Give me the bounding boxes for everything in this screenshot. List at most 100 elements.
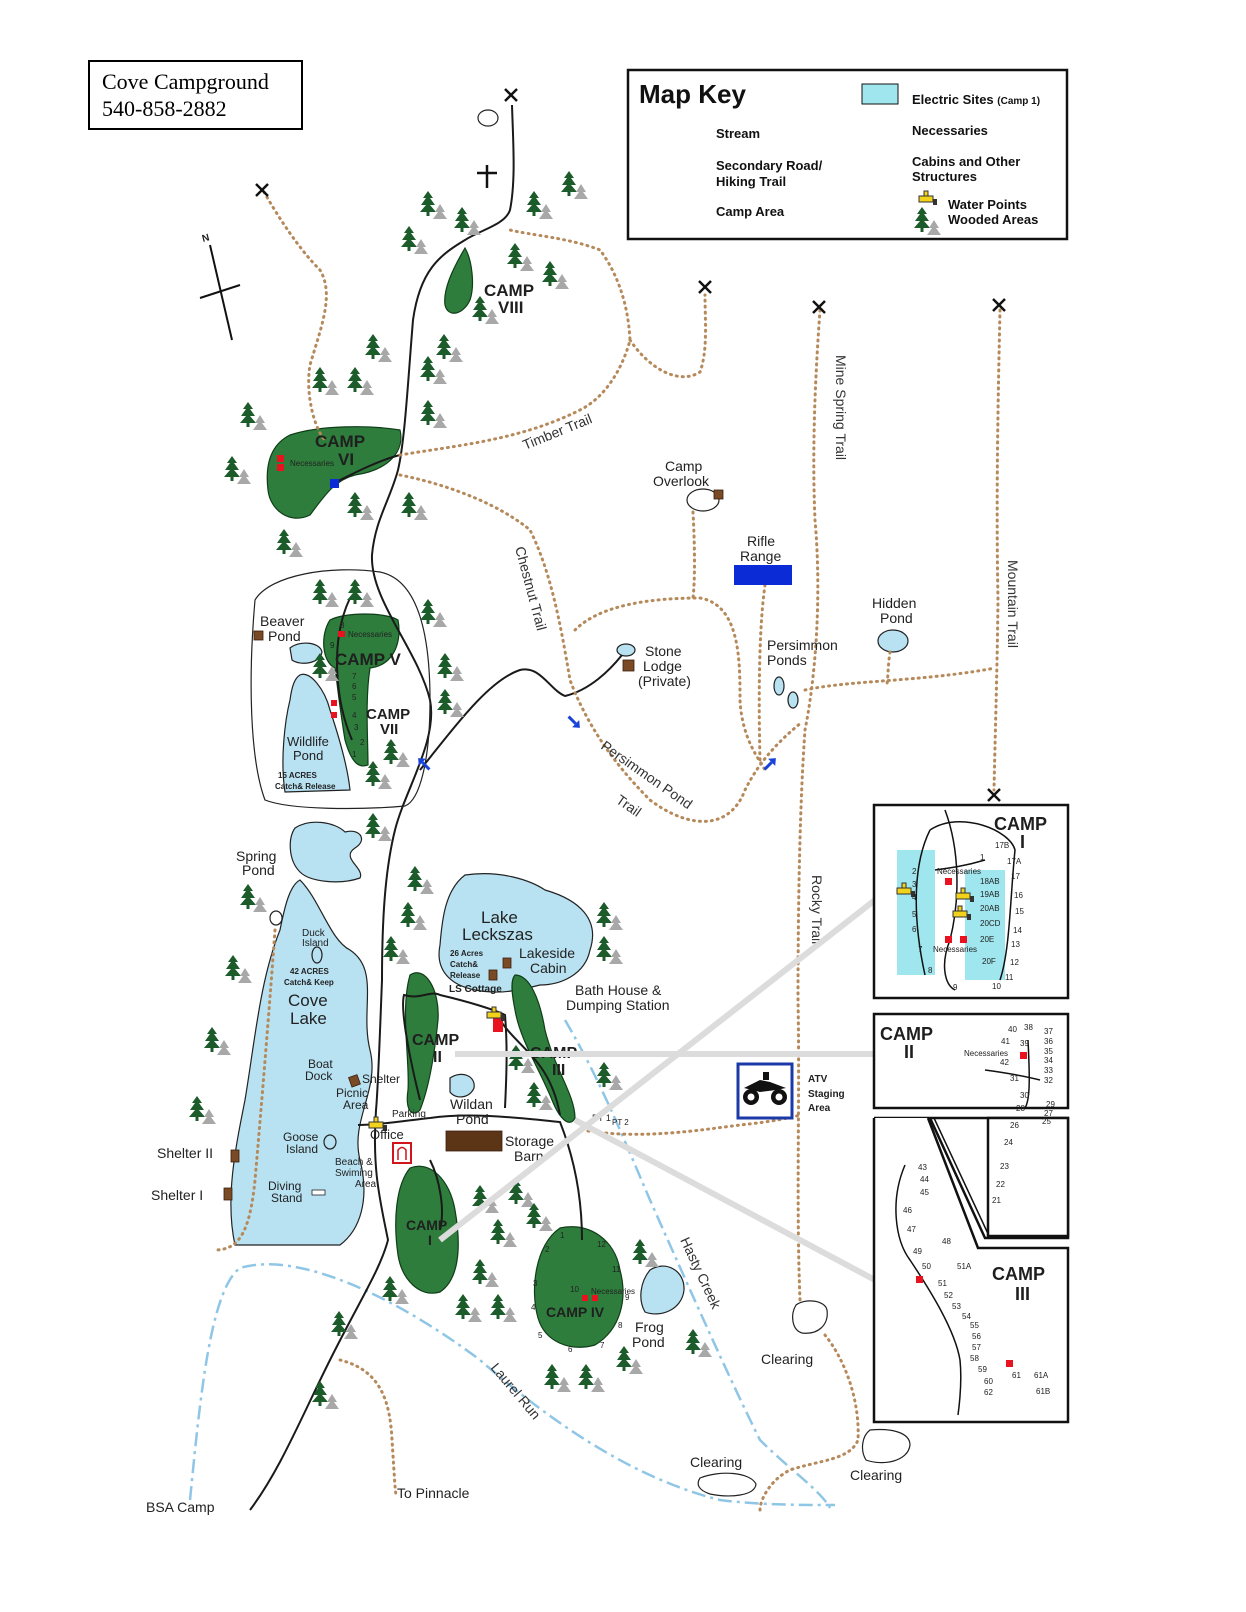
camp-ii-iii-loop: [402, 992, 508, 1109]
rifle-label-2: Range: [740, 548, 781, 564]
top-clearing: [477, 109, 499, 127]
spring-label-1: Spring: [236, 848, 276, 864]
svg-text:21: 21: [992, 1196, 1001, 1205]
cove-label-1: Cove: [288, 991, 328, 1010]
svg-text:22: 22: [996, 1180, 1005, 1189]
svg-text:57: 57: [972, 1343, 981, 1352]
boat-label-2: Dock: [305, 1069, 333, 1083]
pinnacle-trail: [338, 1358, 398, 1497]
camp-ii-inset[interactable]: CAMP II Necessaries: [872, 1012, 1070, 1110]
bath-label-1: Bath House &: [575, 982, 662, 998]
lake-label-1: Lake: [481, 908, 518, 927]
svg-text:58: 58: [970, 1354, 979, 1363]
wildlife-pond: [282, 673, 351, 793]
svg-text:34: 34: [1044, 1056, 1053, 1065]
parking-label: Parking: [392, 1109, 426, 1120]
goose-label-1: Goose: [283, 1130, 319, 1144]
camp-vi-label-1: CAMP: [315, 432, 365, 451]
svg-text:9: 9: [953, 983, 958, 992]
svg-text:6: 6: [352, 682, 357, 691]
office-door-icon: [397, 1146, 407, 1160]
camp-i-inset[interactable]: CAMP I Necessaries Necessaries 1 2 3 4 5…: [872, 803, 1070, 1000]
camp-iv-area: [533, 1226, 624, 1348]
key-necessaries-label: Necessaries: [912, 123, 988, 138]
shelter-ii: [230, 1149, 240, 1163]
camp-vi-necessaries-label: Necessaries: [290, 459, 334, 468]
lake-note-2: Catch&: [450, 960, 478, 969]
ls-cottage-label: LS Cottage: [449, 984, 502, 995]
svg-text:29: 29: [1046, 1100, 1055, 1109]
svg-text:23: 23: [1000, 1162, 1009, 1171]
svg-text:51: 51: [938, 1279, 947, 1288]
svg-text:4: 4: [352, 711, 357, 720]
key-cabins-label-2: Structures: [912, 169, 977, 184]
stone-label-3: (Private): [638, 673, 691, 689]
camp-ii-label-1: CAMP: [412, 1032, 459, 1049]
svg-text:7: 7: [600, 1341, 605, 1350]
atv-label-1: ATV: [808, 1074, 828, 1085]
camp-ii-iii-lower-inset[interactable]: CAMP III: [872, 1116, 1070, 1424]
persimmon-pond-a: [773, 676, 785, 696]
svg-text:42: 42: [1000, 1058, 1009, 1067]
camp-ii-site-numbers: 40 38 37 41 39 36 35 42 34 33 31 32 30 2…: [992, 1023, 1055, 1205]
overlook-cabin: [713, 489, 724, 500]
svg-text:32: 32: [1044, 1076, 1053, 1085]
duck-label-2: Island: [302, 938, 329, 949]
persimmon-pond-b: [787, 691, 799, 709]
svg-text:49: 49: [913, 1247, 922, 1256]
clearing-1: [792, 1300, 828, 1334]
spring-pond: [289, 821, 363, 883]
camp-v-road: [336, 597, 353, 741]
x-marker: [987, 788, 1001, 802]
rifle-spur: [757, 583, 767, 762]
key-wooded-label: Wooded Areas: [948, 212, 1038, 227]
beach-label-3: Area: [355, 1179, 377, 1190]
beaver-cabin: [253, 630, 264, 641]
x-marker: [992, 298, 1006, 312]
hasty-creek-stream: [563, 1019, 832, 1509]
water-bodies: [230, 629, 909, 1315]
frog-label-1: Frog: [635, 1319, 664, 1335]
svg-text:39: 39: [1020, 1039, 1029, 1048]
cove-west-trail: [213, 928, 277, 1252]
svg-text:2: 2: [545, 1245, 550, 1254]
svg-text:1: 1: [980, 853, 985, 862]
pt1-label: PT 1: [592, 1113, 611, 1123]
svg-text:61B: 61B: [1036, 1387, 1050, 1396]
svg-text:33: 33: [1044, 1066, 1053, 1075]
svg-text:37: 37: [1044, 1027, 1053, 1036]
trails: [213, 169, 1002, 1512]
svg-text:14: 14: [1013, 926, 1022, 935]
office-building: [392, 1142, 412, 1164]
timber-trail-label: Timber Trail: [520, 410, 594, 452]
ls-cottage: [488, 969, 498, 981]
svg-text:4: 4: [531, 1303, 536, 1312]
x-marker: [255, 183, 269, 197]
svg-text:20CD: 20CD: [980, 919, 1001, 928]
camp-i-label-1: CAMP: [406, 1217, 447, 1233]
arrow-icon: [763, 758, 776, 771]
camp-labels: CAMP VIII CAMP VI CAMP V CAMP VII CAMP I…: [315, 281, 605, 1320]
mine-spring-trail-label: Mine Spring Trail: [833, 355, 849, 460]
svg-text:10: 10: [570, 1285, 579, 1294]
camp-ii-necessaries: Necessaries: [964, 1049, 1008, 1058]
svg-text:10: 10: [992, 982, 1001, 991]
svg-text:60: 60: [984, 1377, 993, 1386]
persimmon-ponds-label-1: Persimmon: [767, 637, 838, 653]
camp-iii-area: [511, 974, 576, 1123]
svg-text:12: 12: [1010, 958, 1019, 967]
boat-label-1: Boat: [308, 1057, 333, 1071]
clearing-3: [861, 1428, 911, 1464]
shelter-label: Shelter: [362, 1072, 400, 1086]
picnic-label-1: Picnic: [336, 1086, 368, 1100]
svg-text:8: 8: [928, 966, 933, 975]
svg-text:46: 46: [903, 1206, 912, 1215]
svg-text:16: 16: [1014, 891, 1023, 900]
svg-text:41: 41: [1001, 1037, 1010, 1046]
lakeside-label-2: Cabin: [530, 960, 567, 976]
camp-vii-label-2: VII: [380, 721, 398, 738]
stone-label-1: Stone: [645, 643, 682, 659]
svg-text:35: 35: [1044, 1047, 1053, 1056]
clearing-label-3: Clearing: [850, 1467, 902, 1483]
